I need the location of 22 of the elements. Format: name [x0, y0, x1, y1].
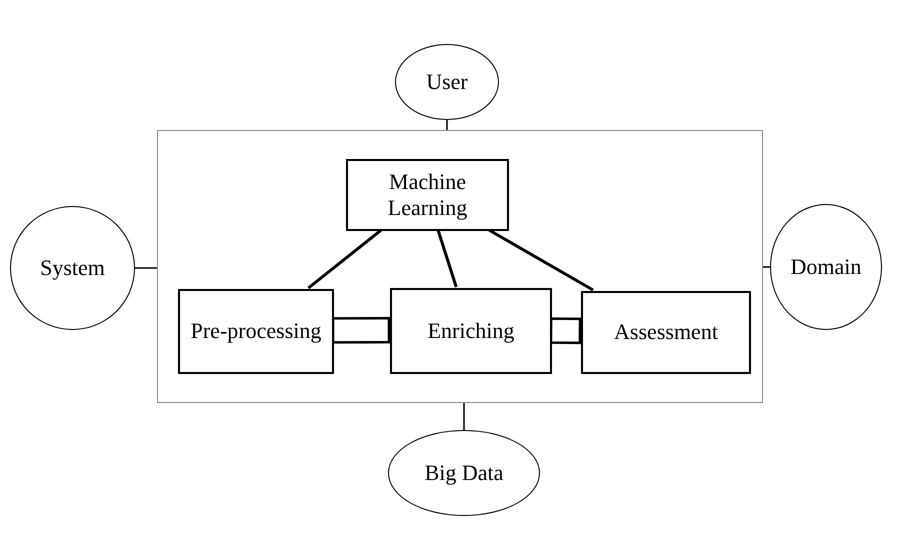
process-box — [390, 288, 552, 374]
node-label: Machine Learning — [386, 168, 468, 222]
process-box — [581, 291, 751, 374]
node-label: Assessment — [613, 319, 719, 346]
node-label: Domain — [790, 254, 862, 280]
connector-line — [307, 228, 382, 290]
connector-line — [488, 228, 594, 292]
connector-line — [436, 230, 458, 288]
connector-line — [446, 120, 448, 130]
connector-line — [332, 316, 390, 344]
node-label: System — [39, 254, 106, 282]
connector-line — [463, 403, 465, 430]
connector-line — [135, 267, 157, 269]
node-label: Pre-processing — [190, 318, 322, 345]
process-box — [346, 159, 509, 231]
system-frame — [157, 130, 763, 403]
connector-line — [550, 317, 582, 344]
connector-line — [763, 266, 770, 268]
process-box — [178, 289, 334, 374]
node-label: Big Data — [424, 460, 504, 486]
node-label: User — [425, 68, 469, 96]
node-label: Enriching — [426, 318, 516, 344]
